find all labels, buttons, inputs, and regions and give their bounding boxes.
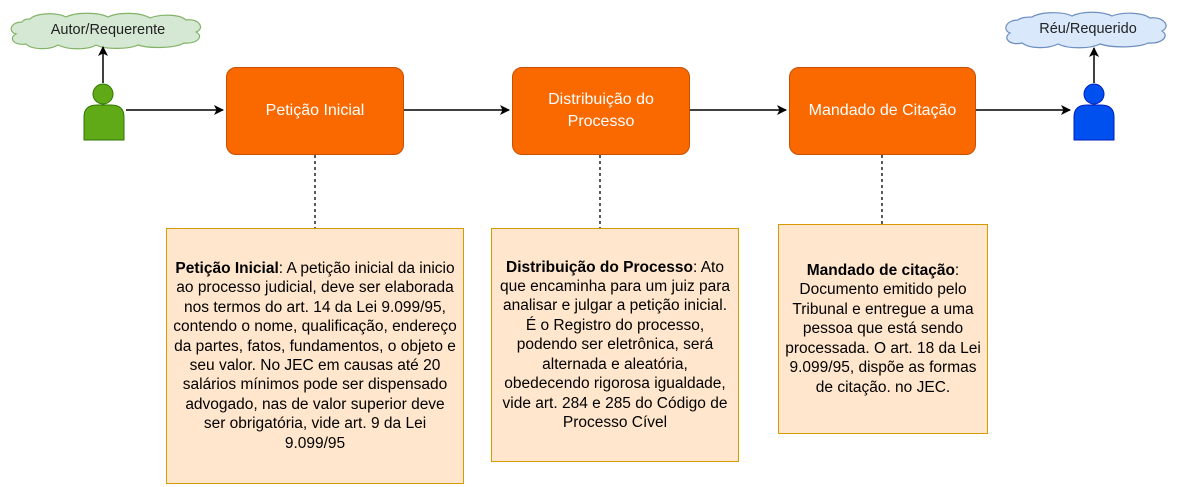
note-distribuicao: Distribuição do Processo: Ato que encami… — [491, 228, 739, 462]
process-mandado-citacao: Mandado de Citação — [789, 67, 976, 155]
note-distribuicao-body: : Ato que encaminha para um juiz para an… — [499, 258, 731, 431]
process-peticao-inicial: Petição Inicial — [226, 67, 404, 155]
author-label: Autor/Requerente — [50, 22, 166, 38]
note-distribuicao-title: Distribuição do Processo — [506, 258, 693, 276]
note-peticao-title: Petição Inicial — [175, 259, 279, 277]
defendant-cloud-shape — [1005, 11, 1167, 49]
defendant-label: Réu/Requerido — [1039, 21, 1137, 37]
author-person-icon — [83, 83, 125, 141]
note-mandado-body: : Documento emitido pelo Tribunal e entr… — [785, 262, 981, 396]
note-mandado-citacao: Mandado de citação: Documento emitido pe… — [778, 224, 988, 434]
note-mandado-title: Mandado de citação — [806, 262, 955, 280]
process-distribuicao-label: Distribuição do Processo — [548, 91, 654, 130]
process-mandado-label: Mandado de Citação — [808, 102, 957, 119]
process-peticao-label: Petição Inicial — [265, 102, 365, 119]
note-peticao-inicial: Petição Inicial: A petição inicial da in… — [166, 228, 464, 484]
process-distribuicao: Distribuição do Processo — [512, 67, 690, 155]
author-cloud-shape — [10, 12, 201, 50]
defendant-person-icon — [1073, 83, 1115, 141]
note-peticao-body: : A petição inicial da inicio ao process… — [173, 259, 457, 452]
